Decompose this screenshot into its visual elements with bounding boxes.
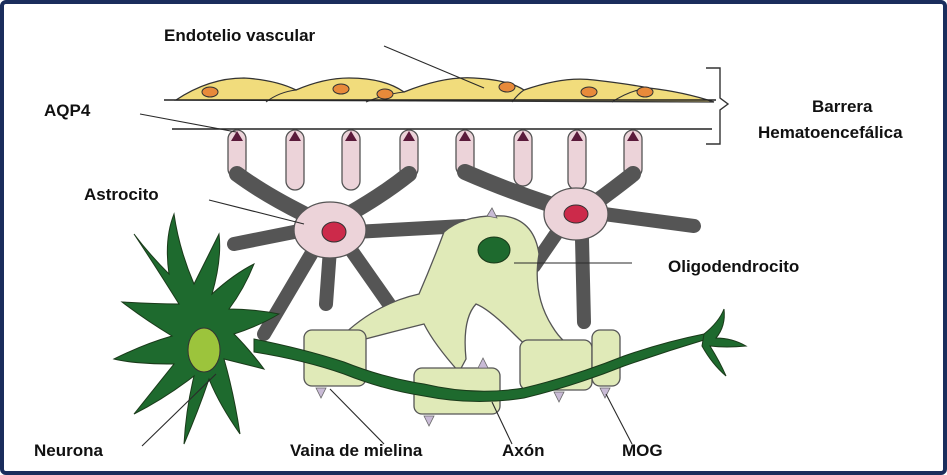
label-barrier-line1: Barrera xyxy=(812,97,873,116)
label-oligodendrocyte: Oligodendrocito xyxy=(668,257,799,276)
label-mog: MOG xyxy=(622,441,663,460)
label-myelin-sheath: Vaina de mielina xyxy=(290,441,423,460)
neuron-nucleus xyxy=(188,328,220,372)
blood-brain-barrier-diagram: Endotelio vascular AQP4 Barrera Hematoen… xyxy=(4,4,943,471)
vascular-endothelium xyxy=(176,78,714,102)
oligodendrocyte-nucleus xyxy=(478,237,510,263)
label-neuron: Neurona xyxy=(34,441,104,460)
barrier-brace xyxy=(706,68,728,144)
label-axon: Axón xyxy=(502,441,545,460)
label-aqp4: AQP4 xyxy=(44,101,91,120)
label-astrocyte: Astrocito xyxy=(84,185,159,204)
astrocyte-right-nucleus xyxy=(564,205,588,223)
label-endothelium: Endotelio vascular xyxy=(164,26,316,45)
astrocyte-left-nucleus xyxy=(322,222,346,242)
label-barrier-line2: Hematoencefálica xyxy=(758,123,903,142)
